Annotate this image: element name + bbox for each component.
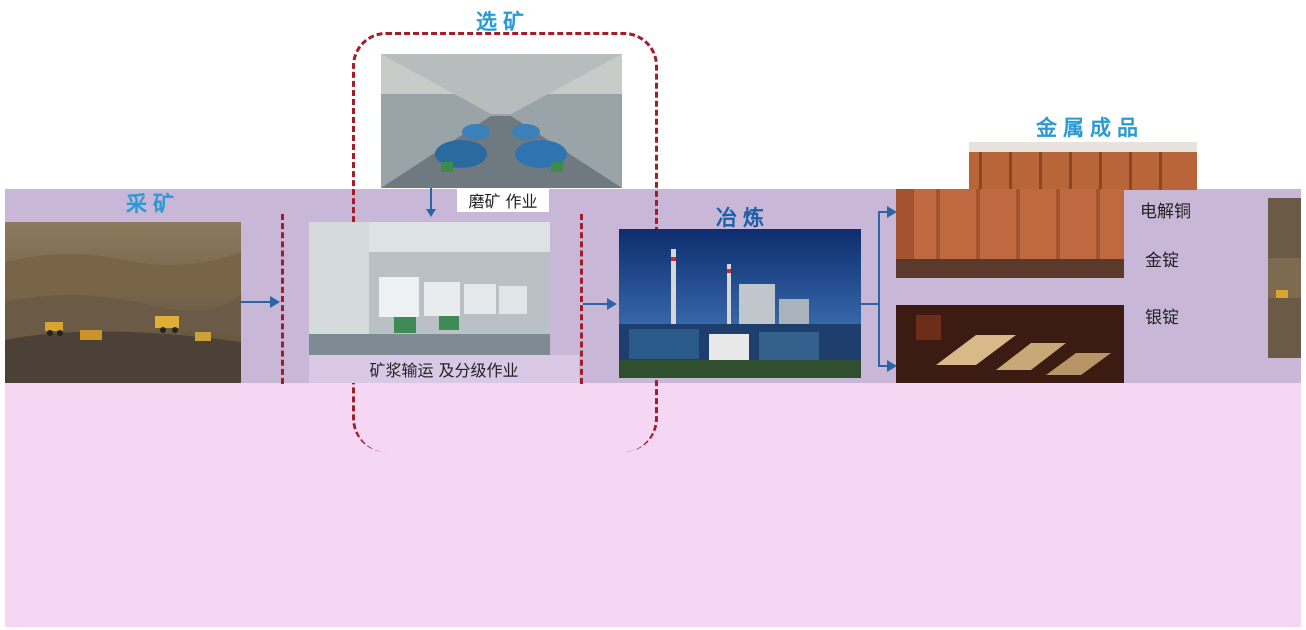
- slurry-caption: 矿浆输运 及分级作业: [309, 355, 579, 383]
- arrowhead-mining: [270, 296, 280, 308]
- ingot-photo: [896, 305, 1124, 383]
- grinding-caption: 磨矿 作业: [457, 188, 549, 212]
- grinding-connector: [430, 188, 432, 210]
- slurry-plant-photo: [309, 222, 550, 355]
- products-title: 金属成品: [1036, 116, 1144, 140]
- product-silver-label: 银锭: [1145, 308, 1179, 328]
- beneficiation-frame-left: [281, 214, 284, 384]
- grinding-mill-photo: [381, 54, 622, 188]
- smelting-title: 冶炼: [716, 206, 770, 230]
- open-pit-mine-photo: [5, 222, 241, 383]
- arrowhead-product-bottom: [887, 360, 897, 372]
- mining-title: 采矿: [126, 192, 180, 216]
- branch-stem: [861, 303, 879, 305]
- smelter-photo: [619, 229, 861, 378]
- grinding-arrowhead: [426, 209, 436, 217]
- arrowhead-product-top: [887, 206, 897, 218]
- branch-top: [878, 211, 888, 213]
- copper-cathode-photo: [896, 189, 1124, 278]
- arrow-mining-to-beneficiation: [241, 301, 271, 303]
- beneficiation-title: 选矿: [476, 10, 530, 34]
- beneficiation-frame-right: [580, 214, 583, 384]
- product-copper-label: 电解铜: [1140, 202, 1191, 222]
- copper-top-photo: [969, 142, 1197, 190]
- arrow-beneficiation-to-smelting: [583, 303, 608, 305]
- branch-vertical: [878, 212, 880, 366]
- branch-bottom: [878, 365, 888, 367]
- arrowhead-beneficiation: [607, 298, 617, 310]
- product-gold-label: 金锭: [1145, 251, 1179, 271]
- right-edge-photo: [1268, 198, 1301, 358]
